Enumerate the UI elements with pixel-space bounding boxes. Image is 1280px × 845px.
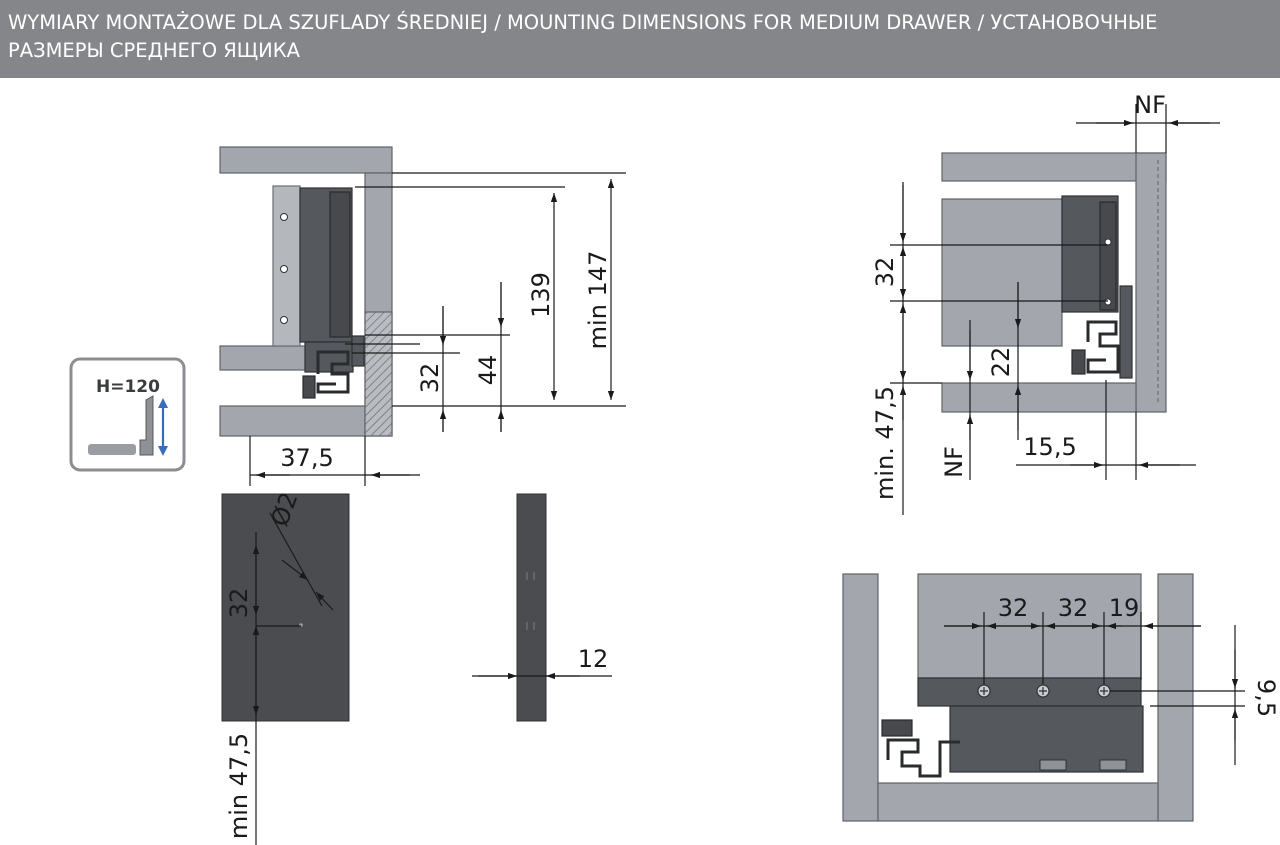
dim-min-47-5-panel: min 47,5 bbox=[225, 733, 253, 839]
dim-22: 22 bbox=[987, 347, 1015, 378]
cs-side-wall bbox=[1135, 152, 1167, 413]
cabinet-bottom-panel bbox=[219, 405, 366, 437]
dark-front-panel bbox=[221, 493, 350, 722]
dim-nf-bottom: NF bbox=[940, 446, 968, 478]
drawer-side-icon bbox=[88, 395, 154, 456]
dim-12: 12 bbox=[578, 645, 609, 673]
cs-drawer-side bbox=[941, 198, 1063, 347]
header-title-line-1: WYMIARY MONTAŻOWE DLA SZUFLADY ŚREDNIEJ … bbox=[8, 11, 1158, 34]
fv-left-wall bbox=[842, 573, 879, 822]
height-arrow-icon bbox=[158, 398, 168, 456]
cross-section-drawing: NF 32 22 min. 47,5 NF 15,5 bbox=[871, 91, 1220, 515]
badge-label: H=120 bbox=[96, 377, 160, 397]
hole-1 bbox=[280, 213, 288, 221]
header-title-line-2: РАЗМЕРЫ СРЕДНЕГО ЯЩИКА bbox=[8, 39, 300, 62]
dim-32-fv-b: 32 bbox=[1058, 594, 1089, 622]
dim-min-47-5-cs: min. 47,5 bbox=[871, 386, 899, 500]
fv-rail-clip bbox=[881, 719, 913, 737]
cs-rail-clip bbox=[1071, 349, 1086, 375]
front-panel-drawing: Ø2 32 min 47,5 bbox=[221, 488, 350, 845]
cs-bracket bbox=[1119, 285, 1133, 379]
dim-139: 139 bbox=[527, 272, 555, 318]
fixing-bracket bbox=[351, 335, 365, 367]
rail-profile bbox=[316, 350, 350, 394]
badge-frame bbox=[69, 357, 186, 472]
dim-37-5: 37,5 bbox=[280, 444, 333, 472]
dim-19: 19 bbox=[1109, 594, 1140, 622]
drawer-height-badge: H=120 bbox=[69, 357, 186, 472]
fv-right-wall bbox=[1157, 573, 1194, 822]
hatched-section bbox=[364, 311, 393, 437]
dim-15-5: 15,5 bbox=[1023, 433, 1076, 461]
page-header: WYMIARY MONTAŻOWE DLA SZUFLADY ŚREDNIEJ … bbox=[0, 0, 1280, 78]
dim-min-147: min 147 bbox=[584, 251, 612, 350]
front-view-drawing: 32 32 19 9,5 bbox=[842, 573, 1280, 822]
runner-mechanism bbox=[304, 341, 354, 373]
cs-runner bbox=[1099, 201, 1117, 311]
thin-panel-drawing: 12 bbox=[472, 493, 612, 722]
cs-rail-profile bbox=[1086, 320, 1120, 374]
fv-bottom-panel bbox=[877, 782, 1159, 822]
dim-32-side: 32 bbox=[416, 363, 444, 394]
dim-nf-top: NF bbox=[1134, 91, 1166, 119]
cabinet-top-panel bbox=[219, 146, 393, 174]
dim-9-5: 9,5 bbox=[1252, 679, 1280, 717]
side-view-drawing: 139 min 147 32 44 37,5 bbox=[219, 146, 626, 486]
cs-top-panel bbox=[941, 152, 1167, 182]
cs-bottom-panel bbox=[941, 382, 1137, 413]
fv-rail-profile bbox=[886, 738, 960, 778]
dim-44: 44 bbox=[474, 355, 502, 386]
drawer-bottom-panel bbox=[219, 345, 321, 371]
hole-3 bbox=[280, 316, 288, 324]
thin-dark-panel bbox=[516, 493, 547, 722]
drawer-runner bbox=[329, 191, 351, 338]
rail-clip bbox=[302, 375, 316, 399]
dim-32-cs: 32 bbox=[871, 257, 899, 288]
dim-32-fv-a: 32 bbox=[998, 594, 1029, 622]
hole-2 bbox=[280, 265, 288, 273]
dim-32-panel: 32 bbox=[225, 588, 253, 619]
